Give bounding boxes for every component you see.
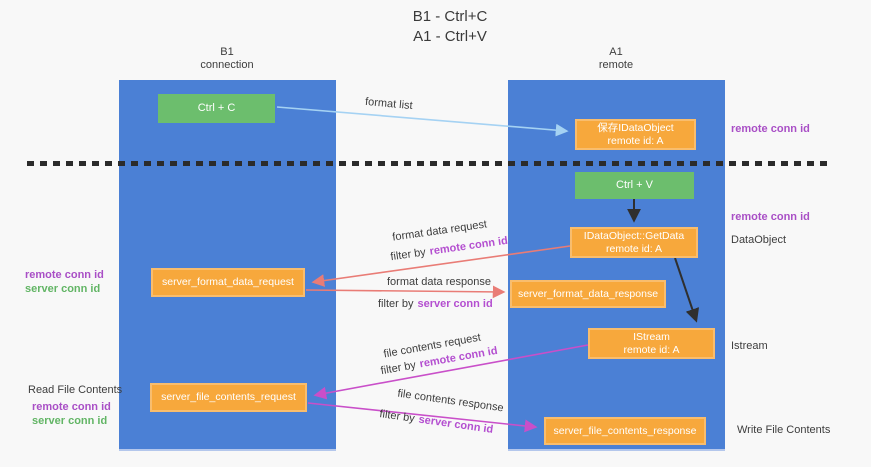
title-line-2: A1 - Ctrl+V	[413, 28, 487, 45]
node-save-idataobject-line2: remote id: A	[607, 134, 664, 147]
istream-annotation: Istream	[731, 340, 768, 352]
node-server-file-contents-request-label: server_file_contents_request	[161, 391, 296, 403]
node-idataobject-getdata: IDataObject::GetData remote id: A	[570, 227, 698, 258]
node-server-file-contents-response-label: server_file_contents_response	[553, 424, 697, 437]
node-ctrl-c-label: Ctrl + C	[197, 102, 236, 114]
node-save-idataobject: 保存IDataObject remote id: A	[575, 119, 696, 150]
node-ctrl-v-label: Ctrl + V	[616, 179, 653, 191]
node-istream-line1: IStream	[633, 330, 670, 343]
server-conn-id-inline-1: server conn id	[417, 298, 493, 310]
remote-conn-id-annotation-mid: remote conn id	[731, 211, 810, 223]
server-conn-id-inline-2: server conn id	[417, 413, 494, 436]
lane-header-b1: B1 connection	[167, 46, 287, 72]
dataobject-annotation: DataObject	[731, 234, 787, 246]
filter-by-text: filter by	[378, 408, 416, 425]
lane-b1-sub: connection	[200, 59, 254, 71]
remote-conn-id-annotation-top: remote conn id	[731, 123, 810, 135]
lane-a1-name: A1	[609, 46, 623, 58]
read-file-contents-annotation: Read File Contents	[28, 384, 123, 396]
write-file-contents-annotation: Write File Contents	[737, 424, 831, 436]
filter-by-text: filter by	[378, 298, 414, 310]
format-data-response-label: format data response	[387, 276, 491, 288]
node-ctrl-v: Ctrl + V	[575, 172, 694, 199]
node-server-file-contents-response: server_file_contents_response	[544, 417, 706, 445]
remote-conn-id-inline-1: remote conn id	[428, 234, 509, 258]
filter-by-text: filter by	[389, 246, 427, 264]
node-save-idataobject-line1: 保存IDataObject	[597, 121, 674, 134]
file-contents-response-label: file contents response	[396, 387, 505, 415]
node-server-format-data-request-label: server_format_data_request	[162, 276, 294, 288]
format-list-label: format list	[364, 95, 414, 113]
lane-header-a1: A1 remote	[556, 46, 676, 72]
title-line-1: B1 - Ctrl+C	[412, 8, 488, 25]
server-conn-id-annotation-left-2: server conn id	[32, 415, 108, 427]
remote-conn-id-annotation-left-2: remote conn id	[32, 401, 111, 413]
server-conn-id-annotation-left-1: server conn id	[25, 283, 101, 295]
lane-a1-sub: remote	[598, 59, 634, 71]
node-server-format-data-response-label: server_format_data_response	[517, 287, 659, 300]
node-server-file-contents-request: server_file_contents_request	[150, 383, 307, 412]
lane-b1-name: B1	[220, 46, 234, 58]
diagram-title: B1 - Ctrl+C A1 - Ctrl+V	[320, 7, 580, 47]
node-idataobject-getdata-line1: IDataObject::GetData	[583, 229, 685, 242]
node-istream: IStream remote id: A	[588, 328, 715, 359]
remote-conn-id-annotation-left-1: remote conn id	[25, 269, 104, 281]
node-server-format-data-request: server_format_data_request	[151, 268, 305, 297]
node-server-format-data-response: server_format_data_response	[510, 280, 666, 308]
node-istream-line2: remote id: A	[623, 343, 680, 356]
node-idataobject-getdata-line2: remote id: A	[605, 242, 663, 255]
filter-by-text: filter by	[379, 359, 417, 378]
node-ctrl-c: Ctrl + C	[158, 94, 275, 123]
